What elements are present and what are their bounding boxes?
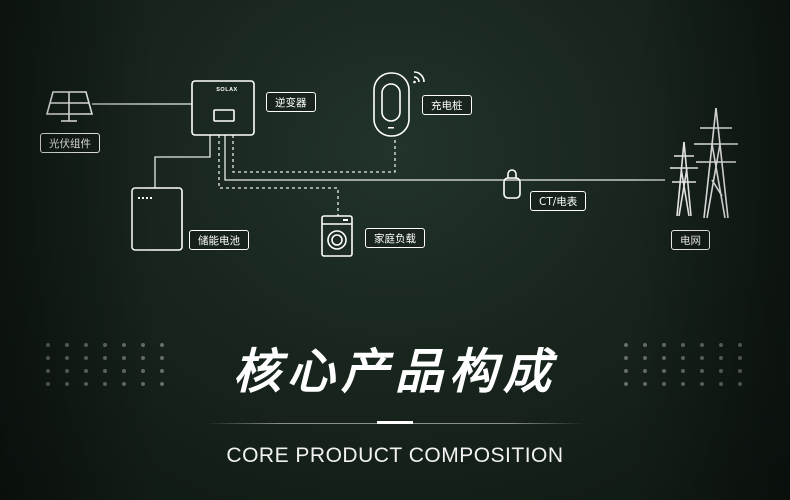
- connection-wires: [92, 103, 665, 216]
- inverter-brand-logo: SOLAX: [216, 87, 238, 93]
- solar-panel-icon: [45, 91, 94, 122]
- grid-label: 电网: [671, 230, 710, 250]
- grid-bus-wire: [224, 135, 665, 181]
- inverter-load-dashed-wire: [218, 135, 339, 216]
- ev-charger-icon: [373, 72, 410, 137]
- ev-charger-label: 充电桩: [422, 95, 472, 115]
- washing-machine-icon: [321, 215, 353, 257]
- solar-panel-label: 光伏组件: [40, 133, 100, 153]
- ct-meter-label: CT/电表: [530, 191, 587, 211]
- power-tower-icon-right: [694, 107, 738, 219]
- dot-grid-right: [624, 343, 742, 386]
- page-subtitle: CORE PRODUCT COMPOSITION: [226, 444, 564, 467]
- power-tower-icon-left: [670, 141, 698, 217]
- inverter-icon: [191, 80, 255, 136]
- inverter-charger-dashed-wire: [232, 135, 396, 173]
- title-divider-accent: [377, 421, 413, 424]
- battery-label: 储能电池: [189, 230, 249, 250]
- wifi-icon: [413, 71, 425, 84]
- inverter-battery-wire: [154, 135, 211, 188]
- home-load-label: 家庭负载: [365, 228, 425, 248]
- dot-grid-left: [46, 343, 164, 386]
- inverter-label: 逆变器: [266, 92, 316, 112]
- battery-icon: [131, 187, 183, 251]
- page-title: 核心产品构成: [232, 344, 557, 400]
- ct-meter-icon: [503, 169, 521, 199]
